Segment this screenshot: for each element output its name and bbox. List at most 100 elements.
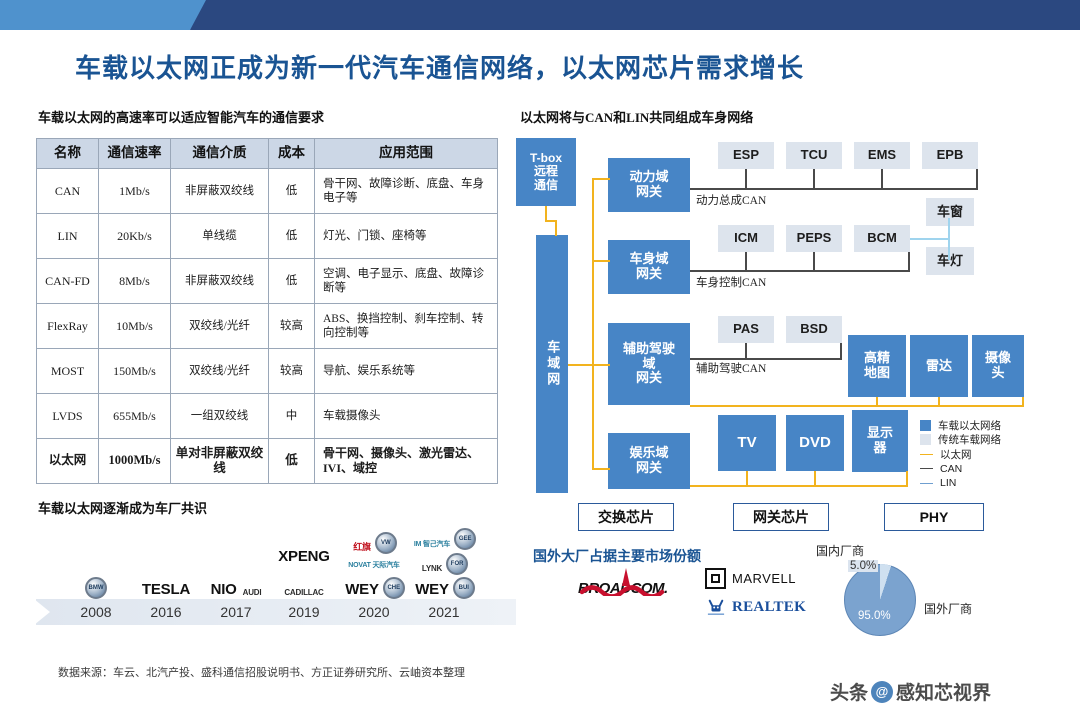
chipbox-switch: 交换芯片: [578, 503, 674, 531]
timeline-year: 2021: [428, 604, 460, 620]
pie-caption-foreign: 国外厂商: [924, 602, 973, 616]
chipbox-phy: PHY: [884, 503, 984, 531]
table-cell-med: 单对非屏蔽双绞线: [170, 438, 269, 484]
brand-logo-wey: WEY: [345, 581, 379, 598]
watermark-prefix: 头条: [830, 683, 869, 704]
node-camera-line-1: 头: [991, 365, 1005, 380]
table-cell-rate: 655Mb/s: [98, 393, 171, 439]
vendor-logos: BROADCOM. MARVELL REALTEK: [560, 560, 820, 635]
table-cell-cost: 低: [268, 213, 315, 259]
table-cell-med: 双绞线/光纤: [170, 348, 269, 394]
brand-logo-im-: IM 智己汽车: [413, 541, 451, 549]
legend-label: 以太网: [940, 449, 972, 461]
pie-slice-domestic: [844, 564, 916, 636]
node-esp: ESP: [718, 142, 774, 169]
node-icm-label: ICM: [734, 230, 758, 246]
marvell-mark-icon: [705, 568, 726, 589]
table-cell-rate: 10Mb/s: [98, 303, 171, 349]
link-spine-trunk: [592, 178, 594, 468]
drop-peps: [813, 252, 815, 270]
table-cell-cost: 较高: [268, 348, 315, 394]
node-body-gateway: 车身域 网关: [608, 240, 690, 294]
right-diagram-heading: 以太网将与CAN和LIN共同组成车身网络: [520, 110, 754, 125]
col-apps: 应用范围: [314, 138, 498, 169]
drop-pas: [745, 343, 747, 358]
bus-powertrain-can: [690, 188, 978, 190]
market-share-heading: 国外大厂占据主要市场份额: [533, 550, 701, 565]
logo-marvell: MARVELL: [705, 568, 796, 589]
node-peps: PEPS: [786, 225, 842, 252]
gw2-line-1: 域: [642, 355, 656, 371]
table-cell-rate: 1Mb/s: [98, 168, 171, 214]
left-table-heading: 车载以太网的高速率可以适应智能汽车的通信要求: [38, 110, 325, 125]
brand-logo-wey: WEY: [415, 580, 449, 598]
node-radar-label: 雷达: [925, 357, 952, 373]
gw0-line-1: 网关: [635, 184, 662, 199]
node-tbox-line-1: 远程: [533, 164, 558, 179]
link-tbox-to-spine: [555, 220, 557, 236]
table-cell-rate: 20Kb/s: [98, 213, 171, 259]
bus-infotainment-ethernet: [690, 485, 908, 487]
banner-dark-shape: [190, 0, 1080, 30]
chipbox-switch-label: 交换芯片: [598, 511, 654, 526]
gw3-line-0: 娱乐域: [629, 445, 669, 461]
bus-adas-can: [690, 358, 842, 360]
logo-realtek-text: REALTEK: [732, 598, 807, 615]
table-cell-med: 一组双绞线: [170, 393, 269, 439]
table-cell-rate: 150Mb/s: [98, 348, 171, 394]
legend-line-icon: [920, 482, 933, 484]
node-vehicle-domain-network: 车域网: [536, 235, 568, 493]
table-cell-nm: CAN: [36, 168, 99, 214]
link-tbox-across: [545, 220, 557, 222]
bus-adas-ethernet: [690, 405, 1024, 407]
table-cell-nm: 以太网: [36, 438, 99, 484]
node-lamp-label: 车灯: [936, 252, 963, 268]
watermark: 头条 @ 感知芯视界: [830, 678, 991, 705]
brand-logo-xpeng: XPENG: [278, 548, 330, 565]
node-tv: TV: [718, 415, 776, 471]
chipbox-gateway: 网关芯片: [733, 503, 829, 531]
brand-logo-lynk: LYNK: [421, 563, 443, 573]
legend-label: LIN: [940, 477, 957, 490]
link-trunk-gw1: [592, 260, 610, 262]
table-cell-nm: LIN: [36, 213, 99, 259]
label-adas-can: 辅助驾驶CAN: [696, 363, 767, 375]
logo-marvell-text: MARVELL: [732, 571, 796, 586]
link-spine-to-trunk: [568, 364, 594, 366]
node-icm: ICM: [718, 225, 774, 252]
watermark-name: 感知芯视界: [896, 683, 992, 704]
node-dvd-label: DVD: [799, 433, 831, 451]
node-hd-map-line-0: 高精: [863, 350, 890, 366]
drop-camera: [1022, 397, 1024, 406]
node-bsd: BSD: [786, 316, 842, 343]
table-cell-cost: 低: [268, 168, 315, 214]
gw1-line-0: 车身域: [629, 251, 669, 267]
brand-logo-chery: CHE: [382, 577, 405, 599]
timeline-axis: [36, 599, 516, 625]
gw0-line-0: 动力域: [629, 169, 669, 185]
node-tbox: T-box 远程 通信: [516, 138, 576, 206]
table-cell-app: 空调、电子显示、底盘、故障诊断等: [314, 258, 498, 304]
brand-logo-novat-: NOVAT 天际汽车: [348, 562, 400, 569]
table-cell-app: 骨干网、摄像头、激光雷达、IVI、域控: [314, 438, 498, 484]
page-title: 车载以太网正成为新一代汽车通信网络，以太网芯片需求增长: [75, 54, 805, 83]
legend-line-icon: [920, 468, 933, 470]
col-name: 名称: [36, 138, 99, 169]
table-cell-app: 灯光、门锁、座椅等: [314, 213, 498, 259]
timeline-year: 2017: [220, 604, 252, 620]
brand-logo-tesla: TESLA: [141, 581, 191, 598]
table-cell-med: 单线缆: [170, 213, 269, 259]
gw1-line-1: 网关: [635, 266, 662, 281]
drop-lin-vertical: [948, 218, 950, 260]
table-cell-nm: LVDS: [36, 393, 99, 439]
legend-label: 车载以太网络: [938, 420, 1001, 432]
node-spine-label: 车域网: [545, 340, 561, 388]
link-trunk-gw3: [592, 468, 610, 470]
